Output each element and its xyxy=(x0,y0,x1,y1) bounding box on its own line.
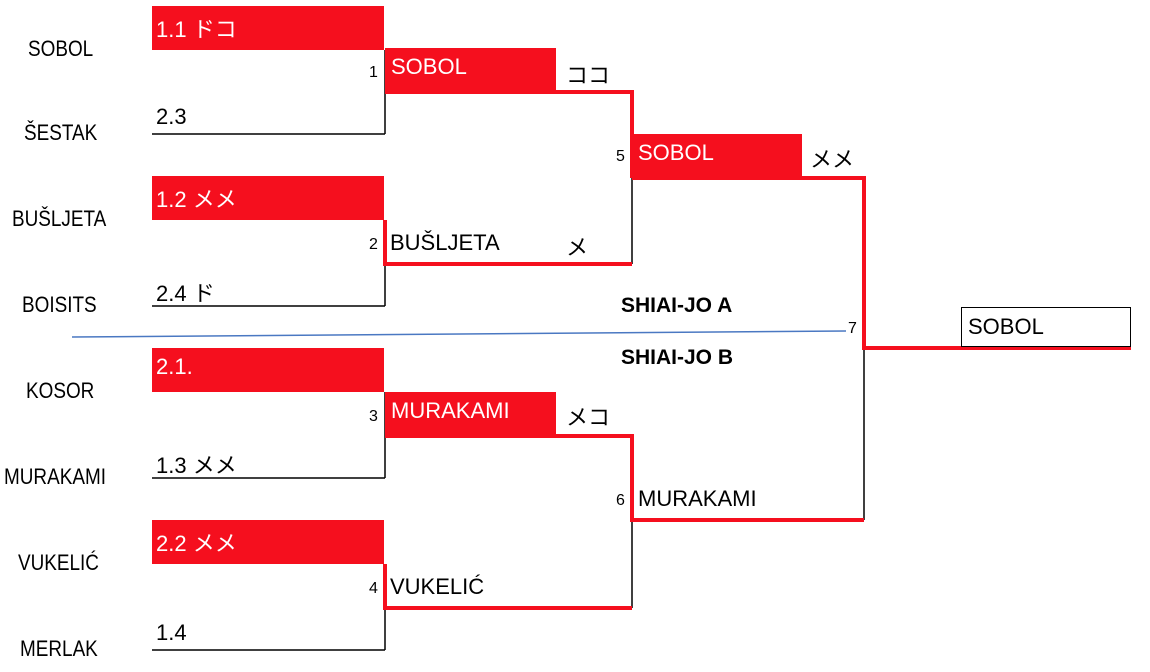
match-number: 1 xyxy=(369,64,378,81)
player-name: SOBOL xyxy=(28,36,94,61)
player-name: MERLAK xyxy=(20,636,98,661)
match-winner: BUŠLJETA xyxy=(390,230,500,255)
match-number: 2 xyxy=(369,236,378,253)
match-winner: VUKELIĆ xyxy=(390,574,485,599)
court-label-a: SHIAI-JO A xyxy=(621,294,733,317)
seed-entry: 2.3 xyxy=(156,104,187,129)
seed-box: 2.2 メメ xyxy=(152,520,384,564)
match-score: メコ xyxy=(566,405,611,430)
match-number: 7 xyxy=(848,320,857,337)
player-name: VUKELIĆ xyxy=(18,550,99,575)
match-score: メ xyxy=(566,235,589,260)
final-winner-box: SOBOL xyxy=(961,307,1131,347)
seed-box: 1.2 メメ xyxy=(152,176,384,220)
match-number: 3 xyxy=(369,408,378,425)
seed-box: 1.1 ドコ xyxy=(152,6,384,50)
seed-box: 2.1. xyxy=(152,348,384,392)
player-name: KOSOR xyxy=(26,378,95,403)
seed-entry: 2.4 ド xyxy=(156,281,215,306)
player-name: ŠESTAK xyxy=(24,120,98,145)
match-winner-box: SOBOL xyxy=(385,48,556,92)
player-name: MURAKAMI xyxy=(4,464,106,489)
match-winner-box: MURAKAMI xyxy=(385,392,556,436)
seed-entry: 1.3 メメ xyxy=(156,453,237,478)
court-label-b: SHIAI-JO B xyxy=(621,346,734,369)
seed-entry: 1.4 xyxy=(156,620,187,645)
player-name: BUŠLJETA xyxy=(12,206,107,231)
match-number: 5 xyxy=(616,148,625,165)
match-score: メメ xyxy=(810,147,855,172)
match-score: ココ xyxy=(566,63,611,88)
match-winner-box: SOBOL xyxy=(632,134,802,178)
match-number: 4 xyxy=(369,580,378,597)
match-number: 6 xyxy=(616,492,625,509)
player-name: BOISITS xyxy=(22,292,97,317)
match-winner: MURAKAMI xyxy=(638,486,757,511)
